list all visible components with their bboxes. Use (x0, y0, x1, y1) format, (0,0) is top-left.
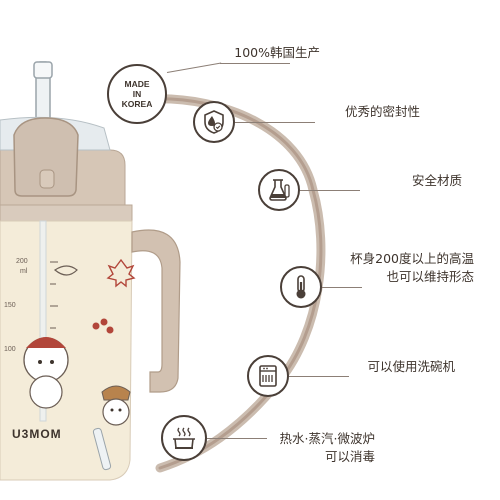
thermometer-icon (280, 266, 322, 308)
feature-dishwasher-text: 可以使用洗碗机 (367, 359, 455, 374)
badge-line-3: KOREA (121, 99, 153, 109)
graduation-200: 200 (16, 258, 28, 265)
badge-line-2: IN (132, 89, 142, 99)
feature-sealing: 优秀的密封性 (345, 103, 420, 121)
feature-dishwasher: 可以使用洗碗机 (367, 358, 455, 376)
lab-flask-icon (258, 169, 300, 211)
feature-sterilization-line-2: 可以消毒 (324, 449, 375, 464)
feature-made-in-korea: 100%韩国生产 (234, 44, 320, 62)
graduation-150: 150 (4, 302, 16, 309)
graduation-100: 100 (4, 346, 16, 353)
graduation-unit: ml (20, 268, 28, 275)
feature-safe-material-text: 安全材质 (411, 173, 462, 188)
leader-line-2 (235, 122, 315, 123)
feature-heat-resistance-line-2: 也可以维持形态 (386, 269, 474, 284)
feature-heat-resistance: 杯身200度以上的高温 也可以维持形态 (350, 250, 474, 286)
leader-line-5 (289, 376, 349, 377)
feature-sterilization: 热水·蒸汽·微波炉 可以消毒 (280, 430, 375, 466)
steam-pot-icon (161, 415, 207, 461)
feature-sealing-text: 优秀的密封性 (344, 104, 420, 119)
brand-logo: U3MOM (12, 427, 62, 441)
water-drop-shield-icon (193, 101, 235, 143)
feature-heat-resistance-line-1: 杯身200度以上的高温 (350, 251, 474, 266)
leader-line-6 (207, 438, 267, 439)
feature-sterilization-line-1: 热水·蒸汽·微波炉 (279, 431, 375, 446)
dishwasher-icon (247, 355, 289, 397)
leader-line-1b (220, 63, 290, 64)
made-in-korea-badge: MADE IN KOREA (107, 64, 167, 124)
leader-line-3 (300, 190, 360, 191)
badge-line-1: MADE (124, 79, 150, 89)
feature-safe-material: 安全材质 (412, 172, 462, 190)
leader-line-4 (322, 287, 362, 288)
feature-made-in-korea-text: 100%韩国生产 (234, 45, 320, 60)
